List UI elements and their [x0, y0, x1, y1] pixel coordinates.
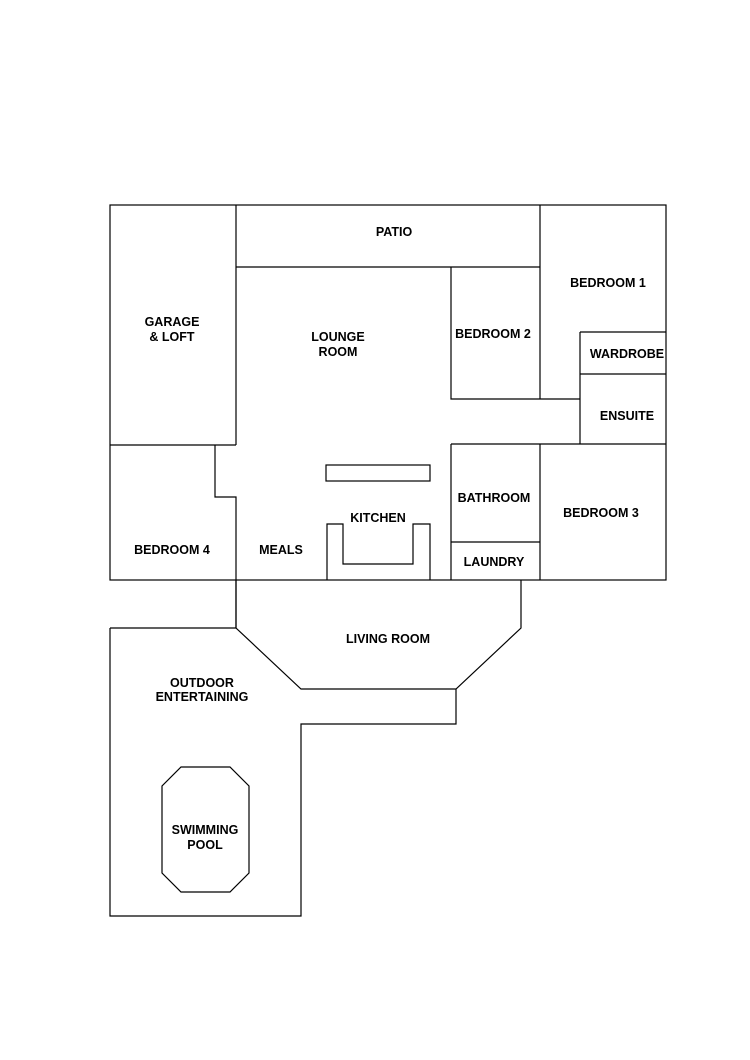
living-room-wall	[235, 580, 522, 690]
label-patio: PATIO	[376, 225, 413, 239]
swimming-pool	[161, 766, 250, 893]
label-bedroom4: BEDROOM 4	[134, 543, 210, 557]
kitchen-bench	[325, 464, 431, 482]
label-laundry: LAUNDRY	[464, 555, 525, 569]
label-meals: MEALS	[259, 543, 303, 557]
bedroom4-wall	[214, 445, 237, 628]
label-wardrobe: WARDROBE	[590, 347, 664, 361]
label-kitchen: KITCHEN	[350, 511, 406, 525]
label-bedroom2: BEDROOM 2	[455, 327, 531, 341]
outdoor-wall	[109, 628, 457, 917]
bedroom2-wall	[450, 267, 580, 400]
label-bedroom1: BEDROOM 1	[570, 276, 646, 290]
label-garage-1: GARAGE	[145, 315, 200, 329]
label-garage-2: & LOFT	[149, 330, 194, 344]
label-lounge-1: LOUNGE	[311, 330, 364, 344]
label-bathroom: BATHROOM	[458, 491, 531, 505]
label-outdoor-1: OUTDOOR	[170, 676, 234, 690]
label-ensuite: ENSUITE	[600, 409, 654, 423]
label-pool-1: SWIMMING	[172, 823, 239, 837]
label-living-room: LIVING ROOM	[346, 632, 430, 646]
kitchen-counter	[326, 523, 431, 580]
house-outline	[109, 204, 667, 581]
label-lounge-2: ROOM	[319, 345, 358, 359]
label-pool-2: POOL	[187, 838, 223, 852]
label-bedroom3: BEDROOM 3	[563, 506, 639, 520]
label-outdoor-2: ENTERTAINING	[156, 690, 249, 704]
